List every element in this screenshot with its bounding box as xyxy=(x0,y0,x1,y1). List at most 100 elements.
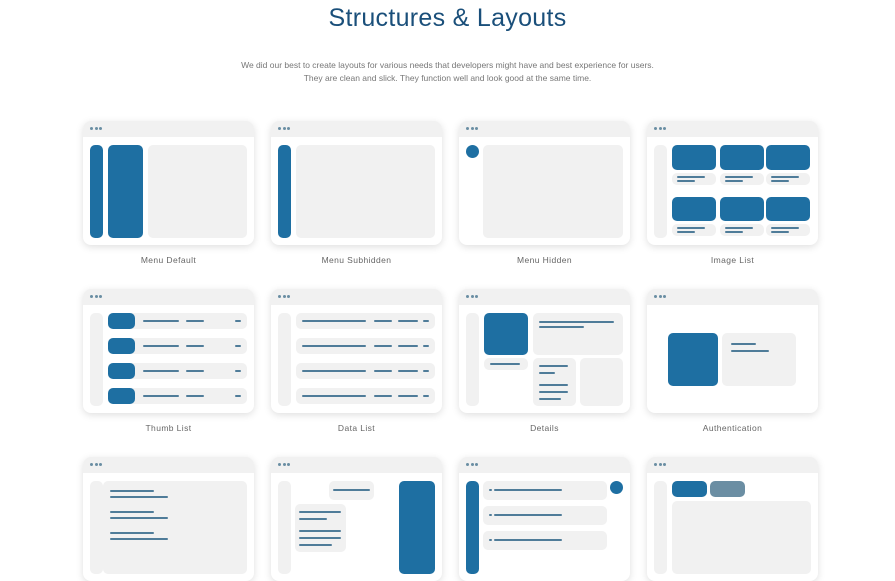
sidebar xyxy=(278,481,291,574)
image-caption xyxy=(720,173,764,185)
action-button xyxy=(610,481,623,494)
image-caption xyxy=(720,224,764,236)
layout-card-authentication[interactable] xyxy=(647,289,818,413)
window-header xyxy=(83,289,254,305)
subtitle-line: We did our best to create layouts for va… xyxy=(241,60,654,70)
layout-card-menu-default[interactable] xyxy=(83,121,254,245)
layout-card-text[interactable] xyxy=(83,457,254,581)
data-row xyxy=(296,388,435,404)
layout-card-menu-subhidden[interactable] xyxy=(271,121,442,245)
submenu-bar xyxy=(108,145,143,238)
window-dots-icon xyxy=(654,295,668,298)
list-row xyxy=(108,338,247,354)
window-header xyxy=(647,121,818,137)
thumb xyxy=(108,313,135,329)
data-row xyxy=(296,363,435,379)
image-caption xyxy=(672,173,716,185)
image-caption xyxy=(766,173,810,185)
content-area xyxy=(672,501,811,574)
list-row xyxy=(108,313,247,329)
layout-card-menu-hidden[interactable] xyxy=(459,121,630,245)
layout-label: Image List xyxy=(710,255,755,265)
list-row xyxy=(483,506,607,525)
image-tile xyxy=(766,145,810,170)
layout-label: Data List xyxy=(337,423,376,433)
window-dots-icon xyxy=(466,127,480,130)
image-tile xyxy=(720,197,764,221)
layout-label: Menu Subhidden xyxy=(321,255,392,265)
data-row xyxy=(296,338,435,354)
window-header xyxy=(647,289,818,305)
window-header xyxy=(459,457,630,473)
menu-bar xyxy=(90,145,103,238)
sidebar xyxy=(278,313,291,406)
window-header xyxy=(271,289,442,305)
tab-active xyxy=(672,481,707,497)
image-tile xyxy=(672,197,716,221)
image-caption xyxy=(672,224,716,236)
window-dots-icon xyxy=(654,127,668,130)
menu-button xyxy=(466,145,479,158)
window-dots-icon xyxy=(466,463,480,466)
image-tile xyxy=(672,145,716,170)
window-header xyxy=(271,457,442,473)
chat-bubble xyxy=(295,504,346,552)
sidebar xyxy=(90,481,103,574)
window-dots-icon xyxy=(90,127,104,130)
layout-card-details[interactable] xyxy=(459,289,630,413)
list-row xyxy=(483,531,607,550)
layout-card-chat[interactable] xyxy=(271,457,442,581)
content-area xyxy=(483,145,623,238)
detail-panel xyxy=(580,358,623,406)
layout-label: Menu Default xyxy=(140,255,197,265)
layout-label: Thumb List xyxy=(145,423,192,433)
auth-form xyxy=(722,333,796,386)
sidebar xyxy=(466,313,479,406)
window-header xyxy=(459,121,630,137)
data-row xyxy=(296,313,435,329)
image-tile xyxy=(720,145,764,170)
window-dots-icon xyxy=(654,463,668,466)
menu-bar xyxy=(466,481,479,574)
detail-info xyxy=(533,358,576,406)
image-caption xyxy=(484,358,528,370)
content-area xyxy=(103,481,247,574)
chat-bubble xyxy=(329,481,374,500)
layout-card-menu-list[interactable] xyxy=(459,457,630,581)
window-dots-icon xyxy=(278,295,292,298)
image-caption xyxy=(766,224,810,236)
menu-bar xyxy=(278,145,291,238)
layout-card-image-list[interactable] xyxy=(647,121,818,245)
layout-label: Authentication xyxy=(702,423,763,433)
window-dots-icon xyxy=(90,295,104,298)
layout-label: Details xyxy=(530,423,559,433)
list-row xyxy=(108,388,247,404)
detail-header xyxy=(533,313,623,355)
layout-card-data-list[interactable] xyxy=(271,289,442,413)
window-dots-icon xyxy=(278,127,292,130)
detail-image xyxy=(484,313,528,355)
window-dots-icon xyxy=(90,463,104,466)
tab-inactive xyxy=(710,481,745,497)
page-subtitle: We did our best to create layouts for va… xyxy=(0,59,895,85)
thumb xyxy=(108,338,135,354)
window-header xyxy=(83,457,254,473)
subtitle-line: They are clean and slick. They function … xyxy=(303,73,592,83)
layout-card-tabs[interactable] xyxy=(647,457,818,581)
image-tile xyxy=(766,197,810,221)
sidebar xyxy=(90,313,103,406)
sidebar xyxy=(654,481,667,574)
sidebar xyxy=(654,145,667,238)
thumb xyxy=(108,388,135,404)
content-area xyxy=(296,145,435,238)
list-row xyxy=(483,481,607,500)
window-header xyxy=(271,121,442,137)
window-header xyxy=(459,289,630,305)
layout-card-thumb-list[interactable] xyxy=(83,289,254,413)
auth-image xyxy=(668,333,718,386)
content-area xyxy=(148,145,247,238)
window-dots-icon xyxy=(466,295,480,298)
layout-label: Menu Hidden xyxy=(517,255,572,265)
list-row xyxy=(108,363,247,379)
chat-panel xyxy=(399,481,435,574)
